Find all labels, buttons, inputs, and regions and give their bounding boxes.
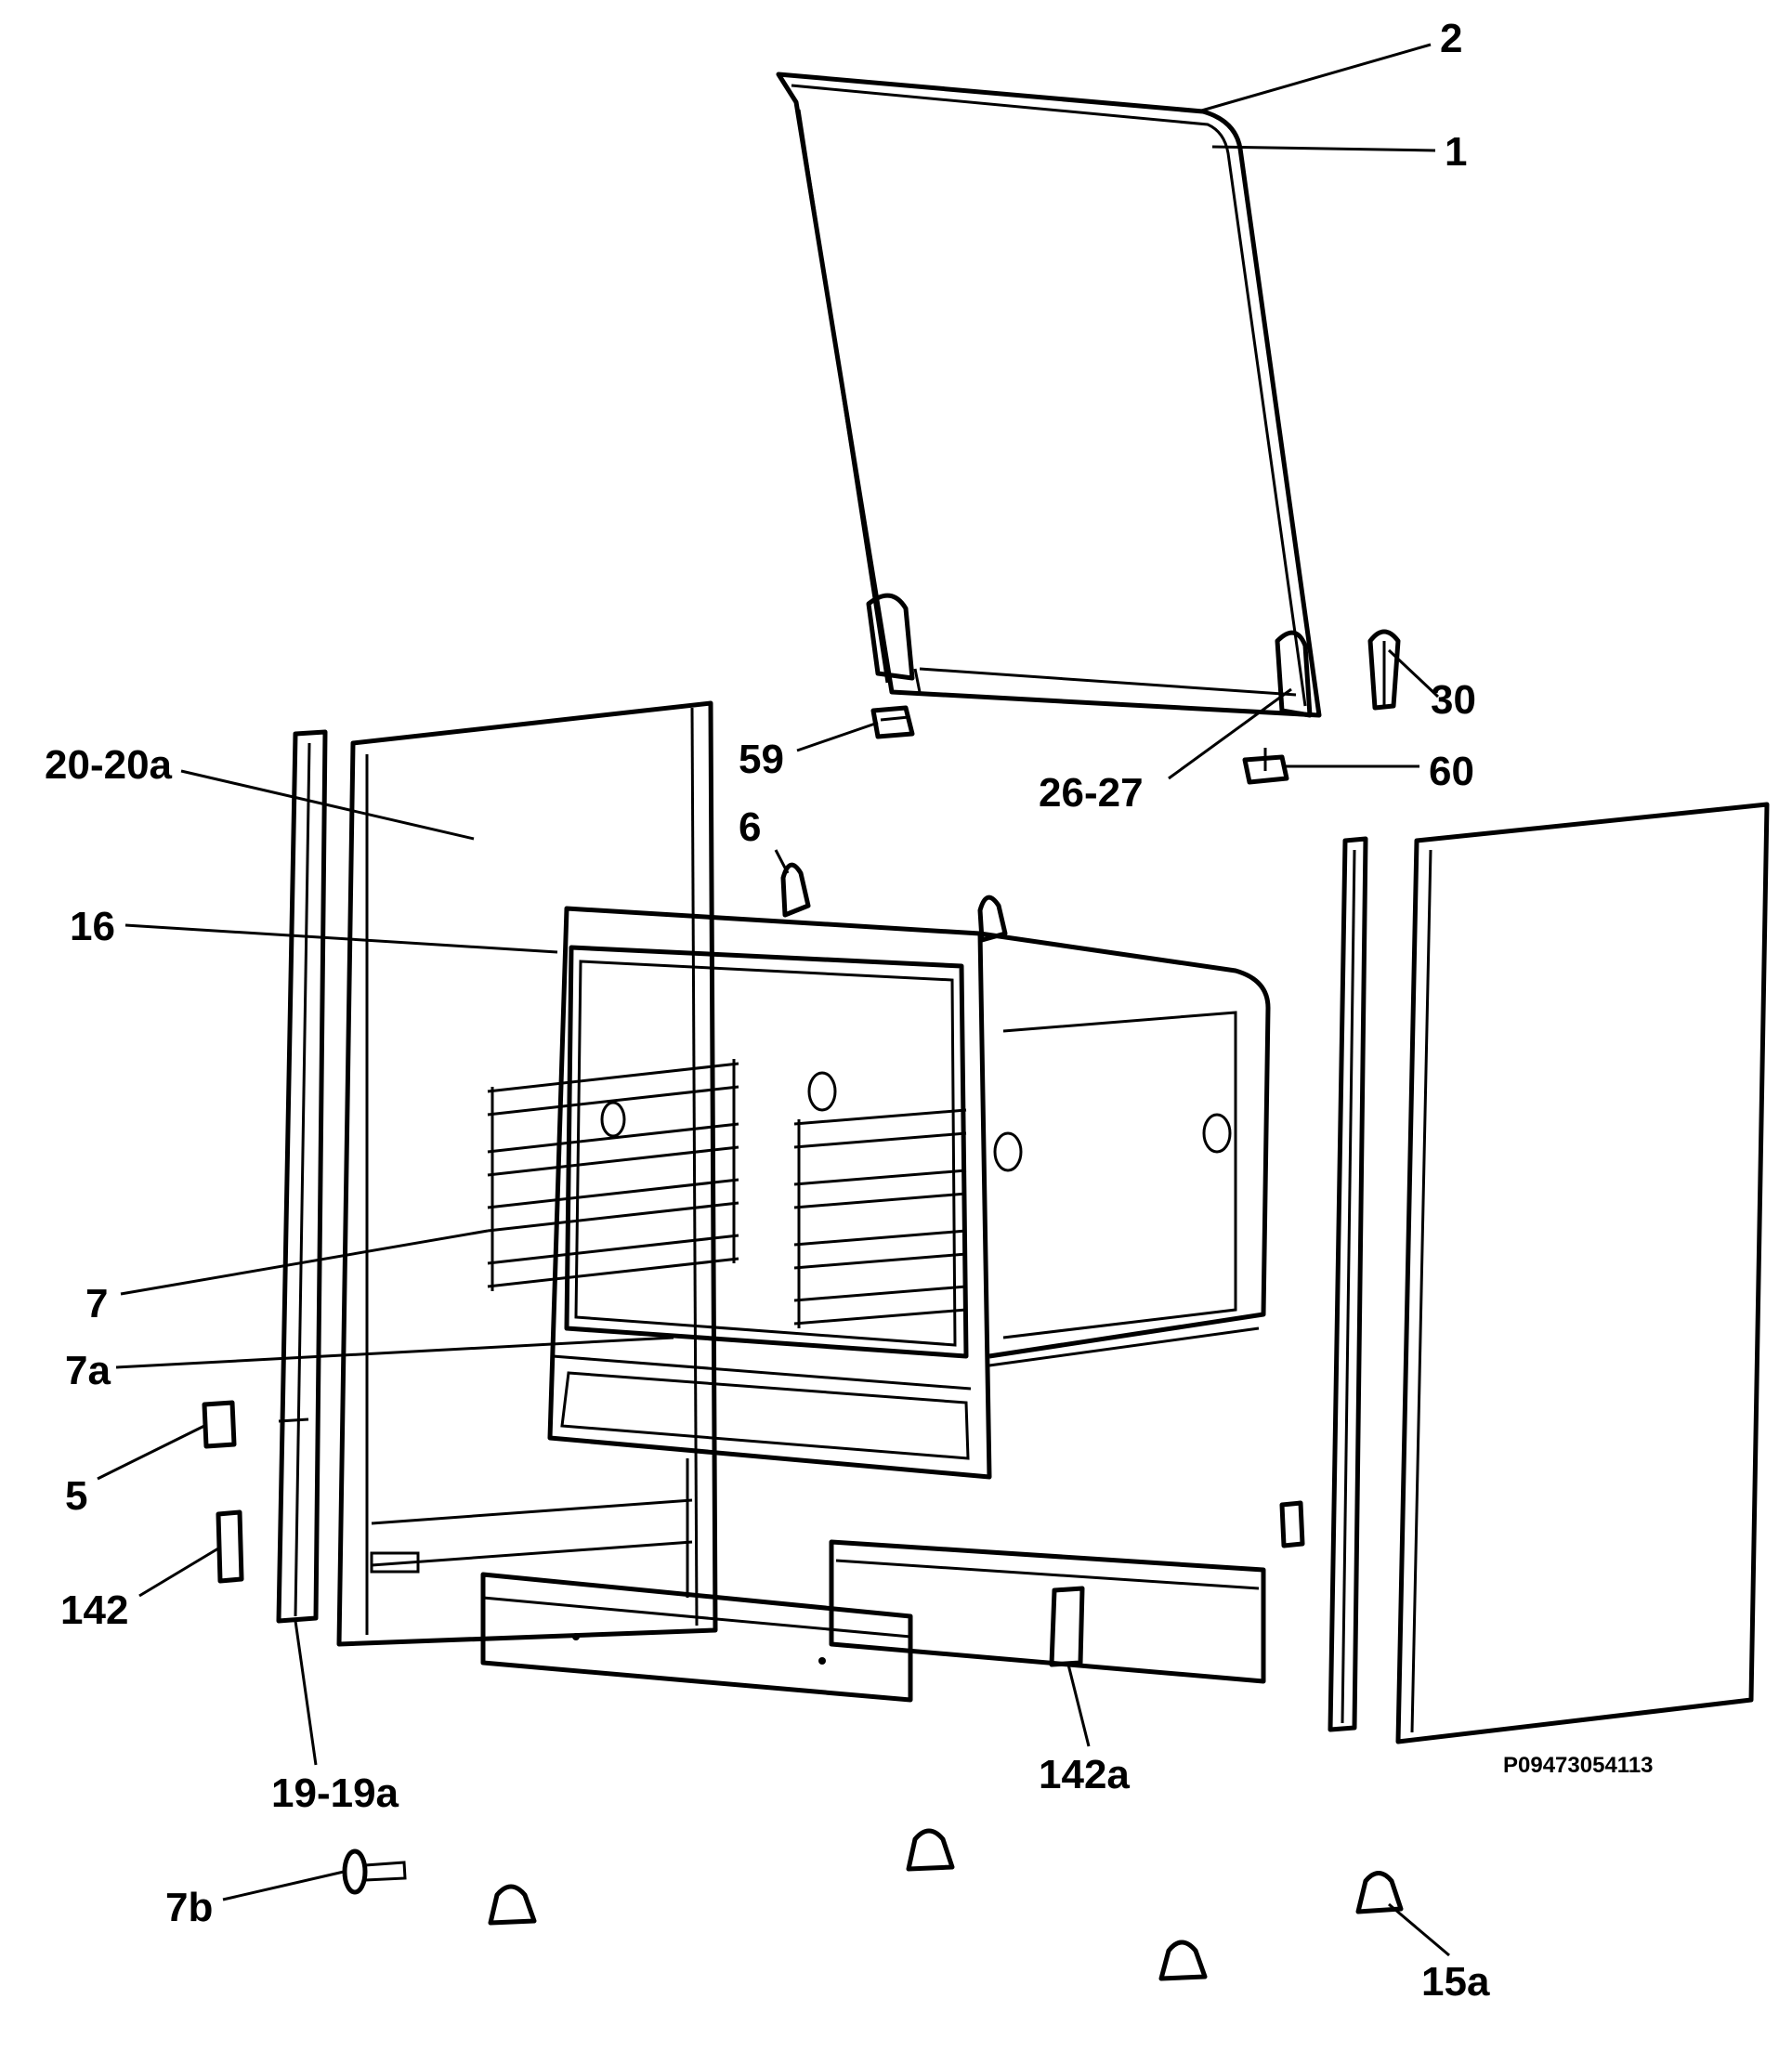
label-7a: 7a (65, 1348, 111, 1393)
left-rack (487, 1059, 739, 1291)
front-plinth-left (480, 1572, 913, 1703)
label-20-20a: 20-20a (45, 742, 173, 788)
bracket-142a (1049, 1586, 1085, 1667)
clip-30 (1367, 629, 1401, 711)
hinge-60 (1242, 748, 1289, 785)
label-30: 30 (1431, 677, 1476, 723)
knob-7b (342, 1849, 407, 1895)
label-142a: 142a (1039, 1752, 1130, 1797)
front-plinth-right (686, 1458, 1266, 1684)
right-rack (793, 1108, 967, 1328)
label-6: 6 (739, 804, 761, 850)
label-16: 16 (70, 904, 115, 949)
top-lid-frame (776, 72, 1322, 718)
hinge-59 (870, 705, 915, 739)
left-front-strip (276, 729, 328, 1624)
label-1: 1 (1445, 129, 1467, 175)
label-26-27: 26-27 (1039, 770, 1144, 816)
label-7b: 7b (165, 1885, 213, 1930)
bracket-142 (216, 1509, 244, 1584)
label-2: 2 (1440, 16, 1462, 61)
label-19-19a: 19-19a (271, 1770, 399, 1816)
hook-6-right (977, 895, 1008, 943)
foot-3 (1158, 1940, 1208, 1981)
foot-4 (1355, 1871, 1404, 1914)
right-front-strip (1328, 836, 1368, 1732)
bracket-right-small (1279, 1500, 1305, 1548)
label-142: 142 (60, 1587, 128, 1633)
foot-2 (906, 1828, 955, 1872)
label-15a: 15a (1421, 1959, 1490, 2005)
oven-cavity (547, 906, 1271, 1480)
leader-lines (97, 43, 1450, 1957)
bracket-5 (202, 1400, 237, 1449)
left-side-panel (336, 700, 718, 1647)
label-5: 5 (65, 1473, 87, 1519)
drawing-code: P09473054113 (1503, 1753, 1654, 1778)
foot-1 (488, 1884, 537, 1926)
label-7: 7 (85, 1281, 108, 1326)
hook-6-left (780, 862, 811, 918)
label-60: 60 (1429, 749, 1474, 794)
label-59: 59 (739, 737, 784, 782)
right-side-panel (1395, 802, 1770, 1744)
